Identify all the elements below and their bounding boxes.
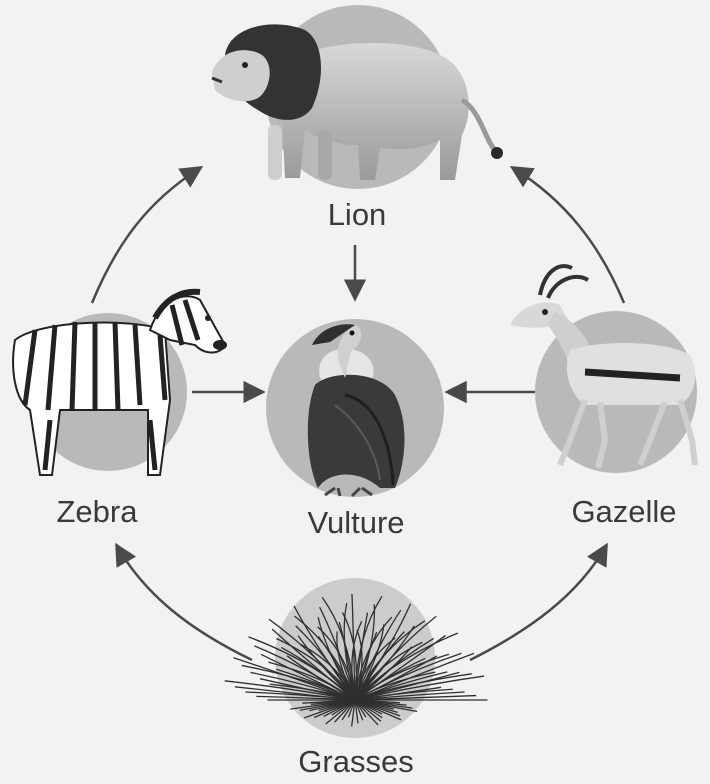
arrow-grasses-to-zebra [117,546,252,660]
grasses-label: Grasses [298,744,413,779]
node-grasses: Grasses [225,578,488,779]
vulture-label: Vulture [307,505,404,540]
arrow-zebra-to-lion [92,168,200,303]
gazelle-label: Gazelle [571,494,676,529]
arrow-grasses-to-gazelle [470,546,606,660]
node-zebra: Zebra [13,292,227,529]
arrow-gazelle-to-lion [513,168,624,303]
node-gazelle: Gazelle [510,266,697,529]
lion-label: Lion [328,197,387,232]
node-lion: Lion [212,5,503,232]
zebra-label: Zebra [57,494,139,529]
node-vulture: Vulture [266,319,444,540]
